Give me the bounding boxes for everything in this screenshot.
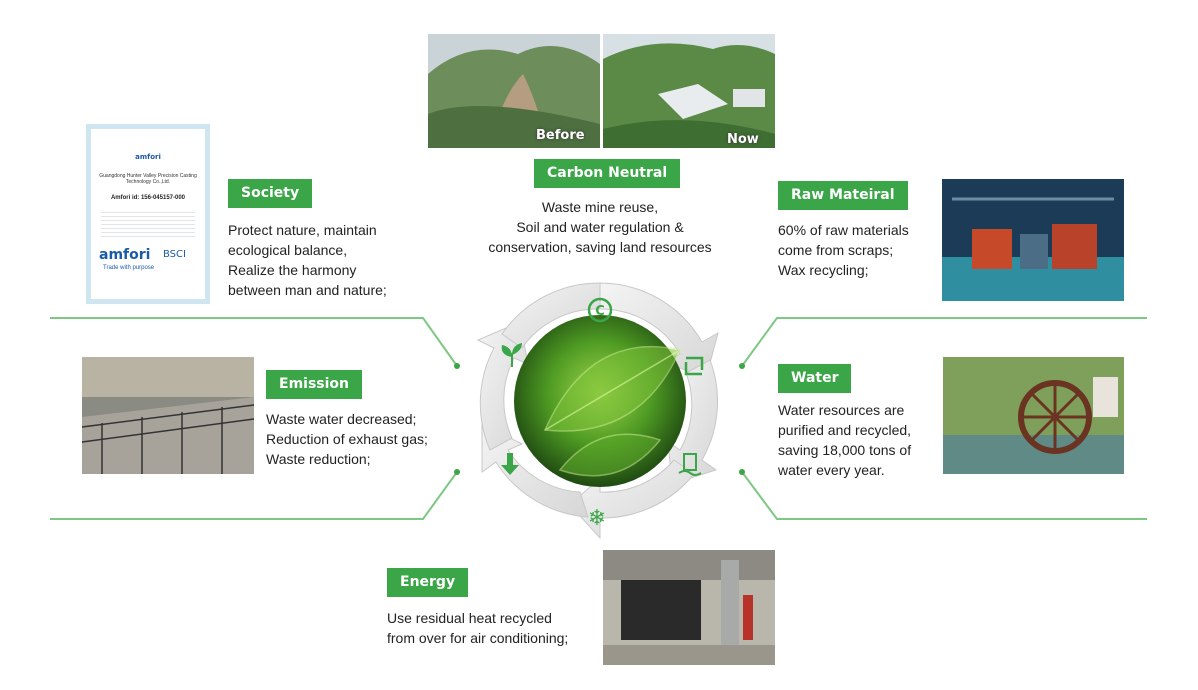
raw-material-line: 60% of raw materials [778, 222, 909, 238]
carbon-neutral-line: Soil and water regulation & [516, 219, 684, 235]
carbon-neutral-line: Waste mine reuse, [541, 199, 659, 215]
water-wheel-icon [678, 453, 702, 476]
energy-line: Use residual heat recycled [387, 610, 552, 626]
carbon-neutral-line: conservation, saving land resources [488, 239, 712, 255]
mine-before-photo: Before [428, 34, 600, 148]
connector-dot [739, 363, 745, 369]
snowflake-icon: ❄ [588, 506, 606, 531]
svg-text:C: C [595, 304, 605, 319]
carbon-neutral-text: Waste mine reuse, Soil and water regulat… [460, 197, 740, 257]
connector-dot [454, 363, 460, 369]
leaf-shapes [543, 345, 682, 477]
raw-material-tag: Raw Mateiral [778, 181, 908, 210]
certificate-brand-small: amfori [135, 153, 161, 161]
energy-text: Use residual heat recycled from over for… [387, 608, 568, 648]
mine-now-photo: Now [603, 34, 775, 148]
heat-recovery-photo [603, 550, 775, 665]
certificate-table [101, 209, 195, 239]
connector-top-left [50, 317, 458, 367]
water-line: saving 18,000 tons of [778, 442, 912, 458]
emission-line: Waste reduction; [266, 451, 371, 467]
amfori-logo: amfori [99, 247, 151, 263]
society-line: between man and nature; [228, 282, 387, 298]
connector-dot [454, 469, 460, 475]
amfori-certificate: amfori Guangdong Hunter Valley Precision… [86, 124, 210, 304]
water-line: Water resources are [778, 402, 905, 418]
connector-dot [739, 469, 745, 475]
society-tag: Society [228, 179, 313, 208]
cycle-arrow-ring [476, 282, 719, 540]
water-wheel-photo [943, 357, 1124, 474]
society-line: Protect nature, maintain [228, 222, 377, 238]
certificate-company: Guangdong Hunter Valley Precision Castin… [99, 173, 197, 185]
factory-photo [942, 179, 1124, 301]
raw-material-text: 60% of raw materials come from scraps; W… [778, 220, 909, 280]
emission-text: Waste water decreased; Reduction of exha… [266, 409, 428, 469]
sprout-icon [501, 343, 522, 367]
raw-material-line: come from scraps; [778, 242, 894, 258]
connector-bottom-left [50, 471, 458, 520]
carbon-neutral-tag: Carbon Neutral [534, 159, 681, 188]
emission-line: Reduction of exhaust gas; [266, 431, 428, 447]
down-arrow-icon [501, 453, 519, 475]
energy-tag: Energy [387, 568, 469, 597]
water-tag: Water [778, 364, 852, 393]
water-line: purified and recycled, [778, 422, 912, 438]
energy-line: from over for air conditioning; [387, 630, 569, 646]
society-line: Realize the harmony [228, 262, 357, 278]
society-text: Protect nature, maintain ecological bala… [228, 220, 387, 300]
carbon-icon: C [587, 297, 613, 323]
water-line: water every year. [778, 462, 885, 478]
now-caption: Now [727, 132, 759, 147]
emission-line: Waste water decreased; [266, 411, 417, 427]
raw-material-line: Wax recycling; [778, 262, 869, 278]
recycle-icon [684, 356, 704, 376]
certificate-tagline: Trade with purpose [103, 265, 155, 271]
society-line: ecological balance, [228, 242, 348, 258]
before-caption: Before [536, 128, 585, 143]
emission-tag: Emission [266, 370, 362, 399]
connector-top-right [741, 317, 1147, 367]
water-text: Water resources are purified and recycle… [778, 400, 911, 480]
certificate-id: Amfori id: 156-045157-000 [110, 195, 186, 201]
bsci-logo: BSCI [163, 249, 186, 260]
wastewater-plant-photo [82, 357, 254, 474]
connector-bottom-right [741, 471, 1147, 520]
